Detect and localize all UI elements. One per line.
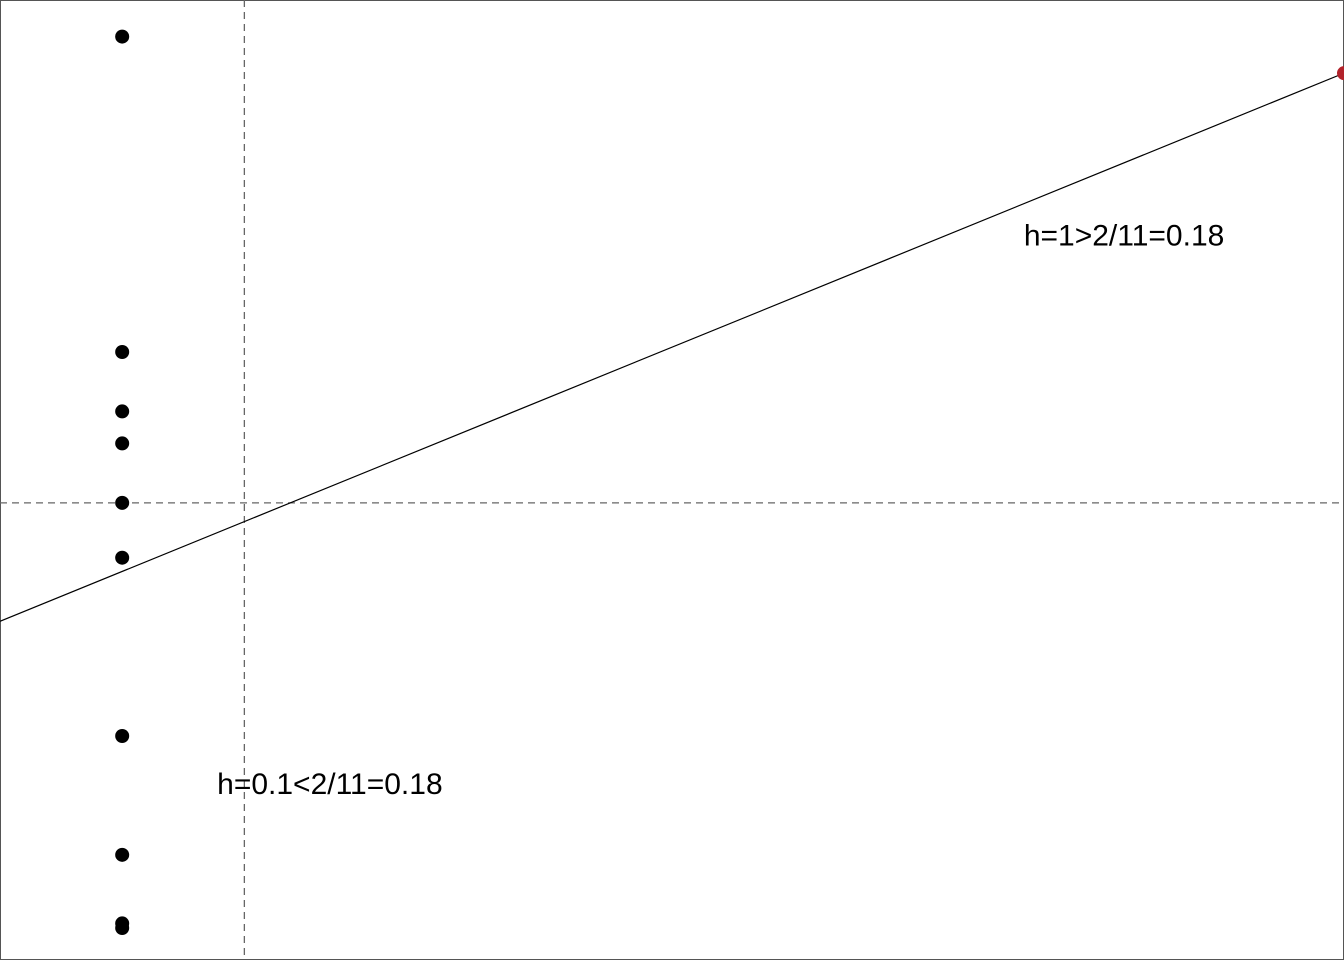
data-point <box>115 29 130 44</box>
data-point <box>115 550 130 565</box>
fit-line <box>0 72 1344 622</box>
annotation-low-leverage: h=0.1<2/11=0.18 <box>217 768 443 801</box>
points-layer <box>115 29 1344 935</box>
annotation-high-leverage: h=1>2/11=0.18 <box>1024 220 1224 253</box>
high-leverage-point <box>1337 66 1344 81</box>
data-point <box>115 729 130 743</box>
data-point <box>115 436 130 451</box>
data-point <box>115 921 130 935</box>
data-point <box>115 495 130 510</box>
data-point <box>115 847 130 862</box>
fit-line-layer <box>0 72 1344 622</box>
data-point <box>115 404 130 419</box>
data-point <box>115 345 130 359</box>
annotations-layer: h=1>2/11=0.18 h=0.1<2/11=0.18 <box>217 220 1224 802</box>
